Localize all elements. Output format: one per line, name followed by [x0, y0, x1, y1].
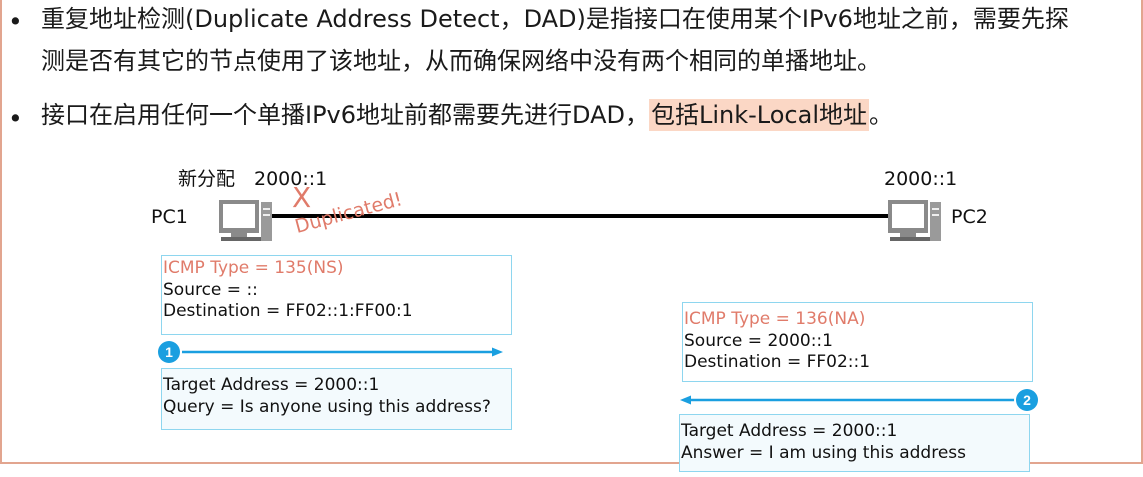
step-1-badge: 1	[158, 341, 180, 363]
na-target-address: Target Address = 2000::1	[681, 421, 898, 441]
bullet-2-dot: •	[8, 104, 23, 133]
conflict-x-mark: X	[292, 181, 312, 214]
ns-destination: Destination = FF02::1:FF00:1	[163, 301, 413, 321]
na-icmp-type: ICMP Type = 136(NA)	[684, 309, 866, 329]
pc2-name: PC2	[951, 206, 988, 228]
bullet-1-line-2: 测是否有其它的节点使用了该地址，从而确保网络中没有两个相同的单播地址。	[41, 47, 881, 75]
ns-target-address: Target Address = 2000::1	[163, 375, 380, 395]
ns-payload-box: Target Address = 2000::1 Query = Is anyo…	[161, 368, 512, 430]
pc1-computer-icon	[219, 200, 272, 241]
pc2-address: 2000::1	[884, 168, 958, 190]
na-payload-box: Target Address = 2000::1 Answer = I am u…	[679, 414, 1030, 472]
bullet-2-text: 接口在启用任何一个单播IPv6地址前都需要先进行DAD，	[41, 101, 649, 129]
na-arrow-head	[680, 395, 691, 405]
na-answer: Answer = I am using this address	[681, 442, 966, 463]
content-frame	[0, 0, 1143, 464]
na-source: Source = 2000::1	[684, 330, 833, 351]
bullet-2-suffix: 。	[869, 101, 893, 129]
bullet-2-line: 接口在启用任何一个单播IPv6地址前都需要先进行DAD，包括Link-Local…	[41, 95, 893, 135]
pc2-computer-icon	[888, 200, 941, 241]
ns-query: Query = Is anyone using this address?	[163, 396, 491, 417]
pc1-name: PC1	[151, 206, 188, 228]
bullet-1-line-1: 重复地址检测(Duplicate Address Detect，DAD)是指接口…	[41, 5, 1069, 33]
ns-header-box: ICMP Type = 135(NS) Source = :: Destinat…	[161, 255, 512, 335]
na-destination: Destination = FF02::1	[684, 352, 871, 372]
bullet-1-dot: •	[8, 7, 23, 36]
na-header-box: ICMP Type = 136(NA) Source = 2000::1 Des…	[682, 302, 1033, 382]
ns-icmp-type: ICMP Type = 135(NS)	[163, 258, 344, 278]
pc1-new-label: 新分配	[178, 168, 236, 190]
ns-arrow-head	[492, 347, 503, 357]
pc1-address: 2000::1	[254, 168, 328, 190]
ns-source: Source = ::	[163, 279, 258, 300]
step-2-badge: 2	[1016, 389, 1038, 411]
bullet-2-highlight: 包括Link-Local地址	[648, 99, 869, 131]
